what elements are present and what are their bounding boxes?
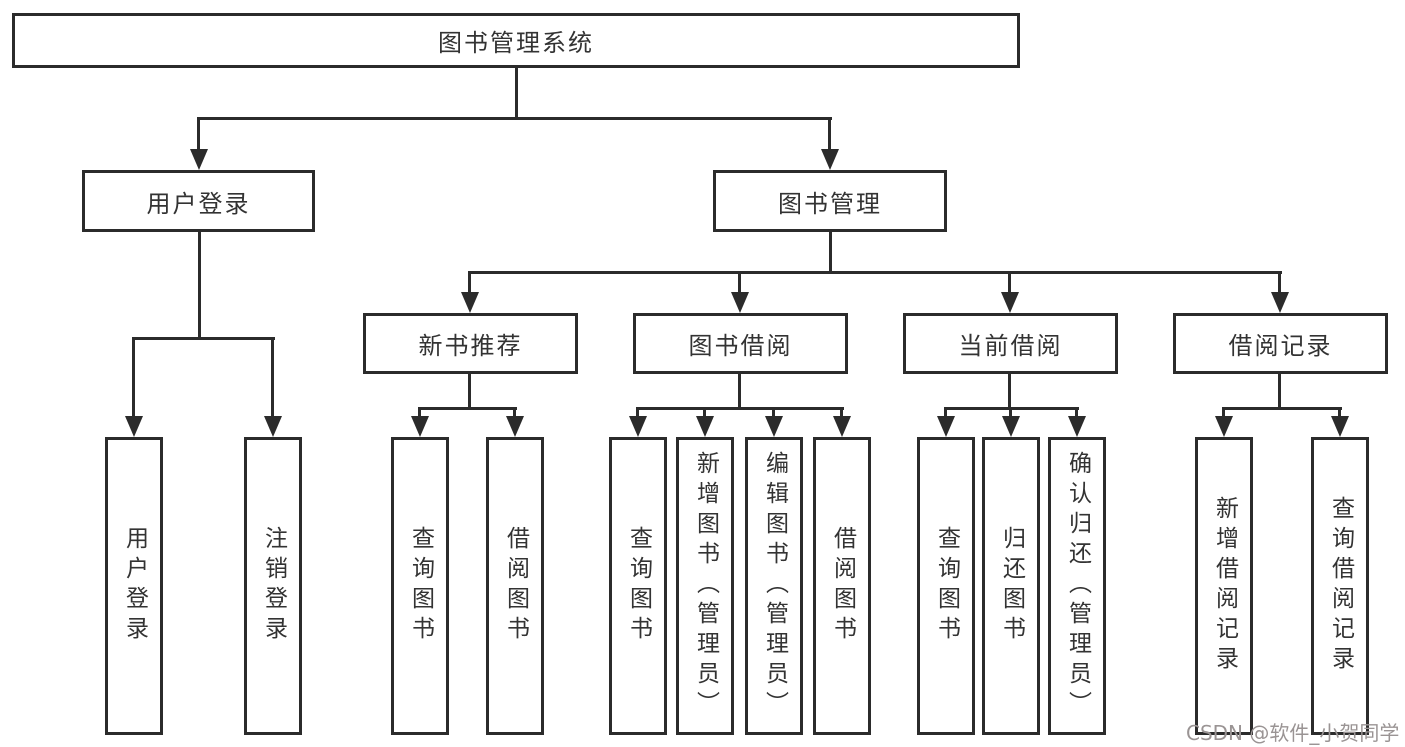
leaf-current-query-label: 查询图书 xyxy=(933,526,960,646)
connector-level2-rail xyxy=(198,117,832,120)
arrow-to-current-return xyxy=(1002,407,1020,437)
leaf-newbook-borrow-label: 借阅图书 xyxy=(502,526,529,646)
leaf-current-query: 查询图书 xyxy=(917,437,975,735)
arrow-to-leaf-logout xyxy=(264,337,282,437)
connector-root-stem xyxy=(515,68,518,118)
connector-book-mgmt-stem xyxy=(829,232,832,272)
leaf-borrow-query-label: 查询图书 xyxy=(625,526,652,646)
node-root-label: 图书管理系统 xyxy=(438,29,594,57)
connector-new-book-stem xyxy=(468,374,471,408)
leaf-borrow-add-admin: 新增图书（管理员） xyxy=(676,437,734,735)
leaf-user-login-label: 用户登录 xyxy=(121,526,148,646)
connector-book-borrow-rail xyxy=(636,407,844,410)
leaf-record-add: 新增借阅记录 xyxy=(1195,437,1253,735)
connector-current-borrow-stem xyxy=(1008,374,1011,408)
leaf-current-return-label: 归还图书 xyxy=(998,526,1025,646)
leaf-current-return: 归还图书 xyxy=(982,437,1040,735)
arrow-to-current-confirm xyxy=(1068,407,1086,437)
arrow-to-borrow-add xyxy=(696,407,714,437)
node-new-book-recommend-label: 新书推荐 xyxy=(418,332,523,360)
node-root: 图书管理系统 xyxy=(12,13,1020,68)
arrow-to-borrow-book xyxy=(833,407,851,437)
leaf-borrow-edit-admin-label: 编辑图书（管理员） xyxy=(761,451,788,721)
connector-book-borrow-stem xyxy=(738,374,741,408)
arrow-to-current-borrow xyxy=(1001,271,1019,313)
connector-user-login-rail xyxy=(132,337,275,340)
arrow-to-leaf-user-login xyxy=(125,337,143,437)
arrow-to-current-query xyxy=(937,407,955,437)
arrow-to-new-book xyxy=(461,271,479,313)
leaf-borrow-edit-admin: 编辑图书（管理员） xyxy=(745,437,803,735)
leaf-borrow-add-admin-label: 新增图书（管理员） xyxy=(692,451,719,721)
leaf-newbook-borrow: 借阅图书 xyxy=(486,437,544,735)
node-new-book-recommend: 新书推荐 xyxy=(363,313,578,374)
leaf-record-query-label: 查询借阅记录 xyxy=(1327,496,1354,676)
arrow-to-book-mgmt xyxy=(821,117,839,170)
connector-level3-rail xyxy=(468,271,1282,274)
node-current-borrow: 当前借阅 xyxy=(903,313,1118,374)
node-book-mgmt-label: 图书管理 xyxy=(778,189,882,218)
node-borrow-records-label: 借阅记录 xyxy=(1228,332,1333,360)
leaf-record-query: 查询借阅记录 xyxy=(1311,437,1369,735)
connector-new-book-rail xyxy=(418,407,517,410)
connector-user-login-stem xyxy=(198,232,201,338)
leaf-borrow-book: 借阅图书 xyxy=(813,437,871,735)
watermark: CSDN @软件_小贺同学 xyxy=(1186,721,1400,745)
leaf-newbook-query-label: 查询图书 xyxy=(407,526,434,646)
leaf-newbook-query: 查询图书 xyxy=(391,437,449,735)
arrow-to-user-login xyxy=(190,117,208,170)
arrow-to-newbook-query xyxy=(411,407,429,437)
connector-borrow-records-stem xyxy=(1278,374,1281,408)
node-user-login-label: 用户登录 xyxy=(146,189,251,218)
connector-borrow-records-rail xyxy=(1222,407,1342,410)
arrow-to-record-add xyxy=(1215,407,1233,437)
node-book-mgmt: 图书管理 xyxy=(713,170,947,232)
node-borrow-records: 借阅记录 xyxy=(1173,313,1388,374)
arrow-to-borrow-records xyxy=(1271,271,1289,313)
leaf-user-login: 用户登录 xyxy=(105,437,163,735)
node-book-borrow-label: 图书借阅 xyxy=(688,332,793,360)
leaf-logout: 注销登录 xyxy=(244,437,302,735)
leaf-current-confirm-admin-label: 确认归还（管理员） xyxy=(1064,451,1091,721)
arrow-to-newbook-borrow xyxy=(506,407,524,437)
node-book-borrow: 图书借阅 xyxy=(633,313,848,374)
arrow-to-borrow-query xyxy=(629,407,647,437)
node-user-login: 用户登录 xyxy=(82,170,315,232)
leaf-record-add-label: 新增借阅记录 xyxy=(1211,496,1238,676)
arrow-to-book-borrow xyxy=(731,271,749,313)
leaf-current-confirm-admin: 确认归还（管理员） xyxy=(1048,437,1106,735)
arrow-to-record-query xyxy=(1331,407,1349,437)
leaf-logout-label: 注销登录 xyxy=(260,526,287,646)
leaf-borrow-book-label: 借阅图书 xyxy=(829,526,856,646)
leaf-borrow-query: 查询图书 xyxy=(609,437,667,735)
arrow-to-borrow-edit xyxy=(765,407,783,437)
node-current-borrow-label: 当前借阅 xyxy=(958,332,1063,360)
